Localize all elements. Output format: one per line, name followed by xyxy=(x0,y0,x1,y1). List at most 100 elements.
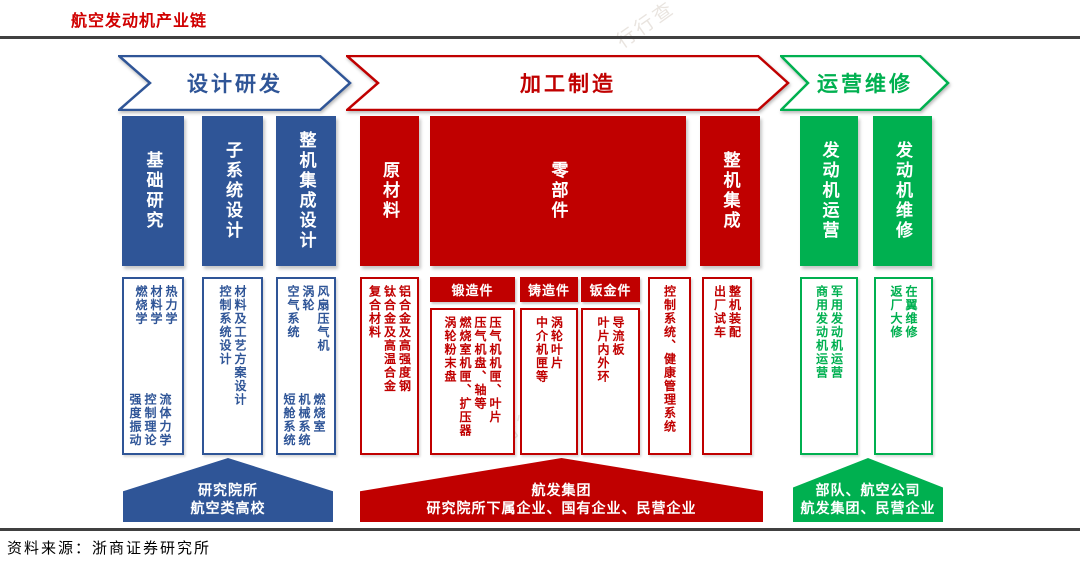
page-title: 航空发动机产业链 xyxy=(71,13,208,30)
list-item: 导流板 xyxy=(611,316,625,357)
list-item: 燃烧学 xyxy=(134,285,148,326)
subheader-label: 铸造件 xyxy=(527,283,570,298)
header-engine-operation: 发动机运营 xyxy=(800,116,858,266)
header-label: 基础研究 xyxy=(143,151,163,231)
list-item: 机械系统 xyxy=(297,393,311,447)
banner-design-entities: 研究院所 航空类高校 xyxy=(123,458,333,522)
list-item: 强度振动 xyxy=(128,393,142,447)
list-item: 叶片内外环 xyxy=(596,316,610,384)
title-rule xyxy=(0,36,1080,39)
detail-raw-materials: 铝合金及高强度钢 钛合金及高温合金 复合材料 xyxy=(360,277,419,455)
detail-integration-design: 风扇压气机 涡轮 空气系统 燃烧室 机械系统 短舱系统 xyxy=(276,277,336,455)
list-item: 复合材料 xyxy=(367,285,382,339)
list-item: 商用发动机运营 xyxy=(814,285,829,380)
chevron-shape xyxy=(346,55,790,111)
header-label: 整机集成设计 xyxy=(296,131,316,251)
stage-chevron-design: 设计研发 xyxy=(118,55,352,111)
source-note: 资料来源：浙商证券研究所 xyxy=(7,539,212,557)
assembly-group: 整机装配 出厂试车 xyxy=(711,285,744,339)
list-item: 风扇压气机 xyxy=(316,285,330,353)
subsystem-group: 材料及工艺方案设计 控制系统设计 xyxy=(216,285,249,407)
header-label: 发动机维修 xyxy=(893,141,912,241)
header-label: 零部件 xyxy=(548,161,568,221)
header-subsystem-design: 子系统设计 xyxy=(202,116,263,266)
list-item: 流体力学 xyxy=(158,393,172,447)
list-item: 材料及工艺方案设计 xyxy=(233,285,247,407)
stage-label-manufacturing: 加工制造 xyxy=(520,73,616,96)
header-label: 发动机运营 xyxy=(819,141,839,241)
list-item: 军用发动机运营 xyxy=(829,285,844,380)
list-item: 钛合金及高温合金 xyxy=(382,285,397,393)
list-item: 涡轮粉末盘 xyxy=(443,316,457,384)
chevron-shape xyxy=(118,55,352,111)
operation-group: 军用发动机运营 商用发动机运营 xyxy=(813,285,846,380)
header-basic-research: 基础研究 xyxy=(122,116,184,266)
subheader-label: 锻造件 xyxy=(451,283,494,298)
header-label: 子系统设计 xyxy=(223,141,242,241)
list-item: 热力学 xyxy=(164,285,178,326)
materials-group: 铝合金及高强度钢 钛合金及高温合金 复合材料 xyxy=(366,285,414,393)
stage-chevron-operations: 运营维修 xyxy=(780,55,950,111)
list-item: 短舱系统 xyxy=(282,393,296,447)
subheader-forged-parts: 锻造件 xyxy=(430,277,515,302)
list-item: 铝合金及高强度钢 xyxy=(397,285,412,393)
detail-basic-research: 热力学 材料学 燃烧学 流体力学 控制理论 强度振动 xyxy=(122,277,184,455)
banner-line: 研究院所下属企业、国有企业、民营企业 xyxy=(426,499,697,516)
detail-engine-maintenance: 在翼维修 返厂大修 xyxy=(874,277,933,455)
list-item: 燃烧室机匣、扩压器 xyxy=(458,316,472,438)
discipline-group-top: 热力学 材料学 燃烧学 xyxy=(132,285,180,326)
list-item: 材料学 xyxy=(149,285,163,326)
header-raw-materials: 原材料 xyxy=(360,116,419,266)
list-item: 出厂试车 xyxy=(712,285,727,339)
list-item: 整机装配 xyxy=(727,285,742,339)
subheader-label: 钣金件 xyxy=(589,283,632,298)
banner-line: 部队、航空公司 xyxy=(815,481,921,498)
header-label: 整机集成 xyxy=(720,151,740,231)
list-item: 燃烧室 xyxy=(312,393,326,434)
maintenance-group: 在翼维修 返厂大修 xyxy=(887,285,920,339)
bottom-rule xyxy=(0,528,1080,531)
header-engine-maintenance: 发动机维修 xyxy=(873,116,932,266)
system-group-top: 风扇压气机 涡轮 空气系统 xyxy=(284,285,332,353)
list-item: 空气系统 xyxy=(286,285,300,339)
list-item: 涡轮 xyxy=(301,285,315,312)
sheet-metal-group: 导流板 叶片内外环 xyxy=(594,316,627,384)
detail-engine-operation: 军用发动机运营 商用发动机运营 xyxy=(800,277,858,455)
header-label: 原材料 xyxy=(380,161,399,221)
list-item: 涡轮叶片 xyxy=(549,316,564,370)
list-item: 控制系统、健康管理系统 xyxy=(662,285,677,434)
watermark-text: 行行查 xyxy=(613,0,680,53)
header-integration-design: 整机集成设计 xyxy=(276,116,336,266)
banner-line: 航发集团、民营企业 xyxy=(800,499,936,516)
banner-operations-entities: 部队、航空公司 航发集团、民营企业 xyxy=(793,458,943,522)
chevron-shape xyxy=(780,55,950,111)
header-components: 零部件 xyxy=(430,116,686,266)
subheader-cast-parts: 铸造件 xyxy=(520,277,578,302)
list-item: 中介机匣等 xyxy=(534,316,549,384)
forged-parts-group: 压气机机匣、叶片 压气机盘、轴等 燃烧室机匣、扩压器 涡轮粉末盘 xyxy=(441,316,504,438)
banner-line: 研究院所 xyxy=(198,481,258,498)
banner-manufacturing-entities: 航发集团 研究院所下属企业、国有企业、民营企业 xyxy=(360,458,763,522)
cast-parts-group: 涡轮叶片 中介机匣等 xyxy=(533,316,566,384)
discipline-group-bottom: 流体力学 控制理论 强度振动 xyxy=(126,393,174,447)
detail-cast-parts: 涡轮叶片 中介机匣等 xyxy=(520,308,578,455)
detail-forged-parts: 压气机机匣、叶片 压气机盘、轴等 燃烧室机匣、扩压器 涡轮粉末盘 xyxy=(430,308,515,455)
list-item: 返厂大修 xyxy=(889,285,903,339)
stage-label-design: 设计研发 xyxy=(187,73,283,96)
list-item: 控制理论 xyxy=(143,393,157,447)
subheader-sheet-metal-parts: 钣金件 xyxy=(581,277,640,302)
detail-subsystem-design: 材料及工艺方案设计 控制系统设计 xyxy=(202,277,263,455)
header-engine-integration: 整机集成 xyxy=(700,116,760,266)
banner-line: 航空类高校 xyxy=(190,499,266,516)
list-item: 压气机机匣、叶片 xyxy=(488,316,502,424)
list-item: 在翼维修 xyxy=(904,285,918,339)
stage-chevron-manufacturing: 加工制造 xyxy=(346,55,790,111)
stage-label-operations: 运营维修 xyxy=(817,73,913,96)
list-item: 控制系统设计 xyxy=(218,285,232,366)
control-systems-group: 控制系统、健康管理系统 xyxy=(661,285,679,434)
banner-line: 航发集团 xyxy=(531,481,592,498)
detail-control-systems: 控制系统、健康管理系统 xyxy=(648,277,691,455)
system-group-bottom: 燃烧室 机械系统 短舱系统 xyxy=(280,393,328,447)
list-item: 压气机盘、轴等 xyxy=(473,316,487,411)
